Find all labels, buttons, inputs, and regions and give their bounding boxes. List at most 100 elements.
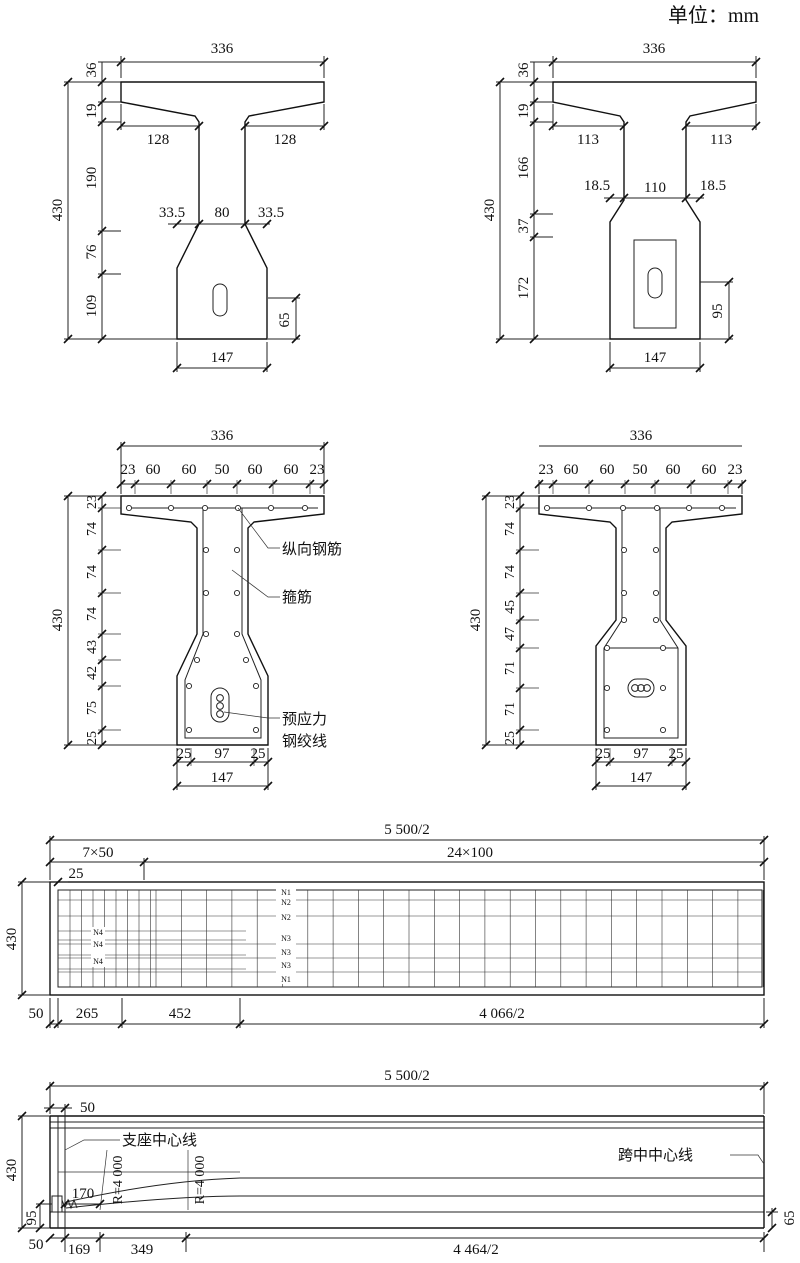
dim-d-space-7: 23 (728, 462, 743, 478)
dim-c-top-width: 336 (211, 428, 234, 444)
dim-et-seg-2: 349 (131, 1242, 154, 1258)
dim-er-height: 430 (4, 928, 20, 951)
mark-n4-a: N4 (93, 928, 103, 937)
dim-d-bottom-2: 97 (634, 746, 650, 762)
section-b-duct (647, 267, 663, 299)
label-prestress-strand-2: 钢绞线 (282, 733, 327, 750)
dim-c-v-1: 23 (85, 495, 100, 509)
label-support-centerline: 支座中心线 (122, 1132, 197, 1149)
dim-er-span: 5 500/2 (384, 822, 429, 838)
dim-er-seg-1: 265 (76, 1006, 99, 1022)
dim-d-v-2: 74 (503, 522, 518, 536)
dim-b-total-height: 430 (482, 199, 498, 222)
dim-et-radius-2: R=4 000 (193, 1156, 208, 1205)
dim-a-overhang-right: 128 (274, 132, 297, 148)
dim-b-flange-top: 36 (516, 62, 532, 78)
dim-c-v-6: 42 (85, 666, 100, 680)
section-c-stirrup (184, 507, 262, 739)
dim-c-space-1: 23 (121, 462, 136, 478)
label-stirrup: 箍筋 (282, 589, 312, 606)
dim-d-space-4: 50 (633, 462, 648, 478)
dim-b-duct-height: 95 (710, 304, 726, 319)
section-d-stirrup (603, 507, 679, 739)
section-c-outline (120, 495, 325, 746)
dim-a-overhang-left: 128 (147, 132, 170, 148)
dim-c-space-2: 60 (146, 462, 161, 478)
mark-n4-b: N4 (93, 940, 103, 949)
section-d-duct (627, 678, 655, 698)
anchor-block (51, 1195, 63, 1213)
dim-d-v-3: 74 (503, 565, 518, 579)
dim-b-web-height: 166 (516, 156, 532, 179)
dim-a-duct-height: 65 (277, 313, 293, 328)
unit-label: 单位：mm (668, 4, 760, 27)
dim-et-span: 5 500/2 (384, 1068, 429, 1084)
section-b: 336 113 113 18.5 110 18.5 147 95 430 36 … (482, 41, 761, 373)
dim-c-v-5: 43 (85, 640, 100, 654)
dim-d-v-8: 25 (503, 731, 518, 745)
dim-d-v-7: 71 (503, 702, 518, 716)
dim-b-bulb-height: 172 (516, 277, 532, 300)
dim-a-web-width: 80 (215, 205, 230, 221)
dim-d-v-5: 47 (503, 627, 518, 641)
dim-c-v-8: 25 (85, 731, 100, 745)
elevation-rebar-outline (49, 881, 765, 996)
dim-b-taper-right: 18.5 (700, 178, 726, 194)
section-a-duct (212, 283, 228, 317)
mark-n3-c: N3 (281, 961, 291, 970)
dim-d-bottom-3: 25 (669, 746, 684, 762)
dim-et-support-offset: 50 (80, 1100, 95, 1116)
dim-d-bottom-width: 147 (630, 770, 653, 786)
dim-c-space-3: 60 (182, 462, 197, 478)
dim-c-bottom-3: 25 (251, 746, 266, 762)
section-c: 纵向钢筋 箍筋 预应力 钢绞线 336 23 60 60 50 60 60 23… (50, 428, 342, 791)
dim-a-total-height: 430 (50, 199, 66, 222)
section-d: 336 23 60 60 50 60 60 23 430 23 74 74 45… (468, 428, 747, 791)
dim-c-space-4: 50 (215, 462, 230, 478)
dim-b-overhang-left: 113 (577, 132, 599, 148)
dim-c-v-3: 74 (85, 565, 100, 579)
dim-b-web-width: 110 (644, 180, 666, 196)
dim-c-space-6: 60 (284, 462, 299, 478)
dim-d-space-6: 60 (702, 462, 717, 478)
dim-et-radius-1: R=4 000 (111, 1156, 126, 1205)
dim-a-bulb-height: 109 (84, 295, 100, 318)
dim-et-seg-1: 169 (68, 1242, 91, 1258)
mark-n1-top: N1 (281, 888, 291, 897)
mark-n3-b: N3 (281, 948, 291, 957)
elevation-rebar-cage (57, 889, 763, 988)
dim-d-total-height: 430 (468, 609, 484, 632)
dim-d-v-4: 45 (503, 600, 518, 614)
tendon-profile (65, 1177, 764, 1203)
dim-c-total-height: 430 (50, 609, 66, 632)
dim-er-seg-2: 452 (169, 1006, 192, 1022)
dim-d-bottom-1: 25 (596, 746, 611, 762)
dim-a-taper-right: 33.5 (258, 205, 284, 221)
mark-n3-a: N3 (281, 934, 291, 943)
dim-d-space-2: 60 (564, 462, 579, 478)
dim-a-bottom-width: 147 (211, 350, 234, 366)
dim-a-flange-top: 36 (84, 62, 100, 78)
dim-c-v-4: 74 (85, 607, 100, 621)
section-b-anchor-plate (633, 239, 677, 329)
dim-c-v-2: 74 (85, 522, 100, 536)
dim-d-v-6: 71 (503, 661, 518, 675)
section-a: 336 128 128 33.5 80 33.5 147 65 430 (50, 41, 329, 373)
dim-a-flange-taper: 19 (84, 104, 100, 119)
elevation-tendon: 5 500/2 50 支座中心线 跨中中心线 R=4 000 R=4 000 1… (4, 1068, 798, 1258)
section-b-outline (552, 81, 757, 340)
dim-d-space-5: 60 (666, 462, 681, 478)
dim-et-anchor-len: 170 (72, 1186, 95, 1202)
mark-n2-mid: N2 (281, 913, 291, 922)
dim-b-taper-height: 37 (516, 218, 532, 234)
dim-d-top-width: 336 (630, 428, 653, 444)
elevation-rebar-stirrup-grid (69, 890, 764, 987)
dim-et-anchor-offset: 50 (29, 1237, 44, 1253)
dim-b-overhang-right: 113 (710, 132, 732, 148)
dim-b-bottom-width: 147 (644, 350, 667, 366)
mark-n1-bottom: N1 (281, 975, 291, 984)
dim-er-support-offset: 50 (29, 1006, 44, 1022)
label-midspan-centerline: 跨中中心线 (618, 1147, 693, 1164)
mark-n4-c: N4 (93, 957, 103, 966)
dim-a-web-height: 190 (84, 167, 100, 190)
